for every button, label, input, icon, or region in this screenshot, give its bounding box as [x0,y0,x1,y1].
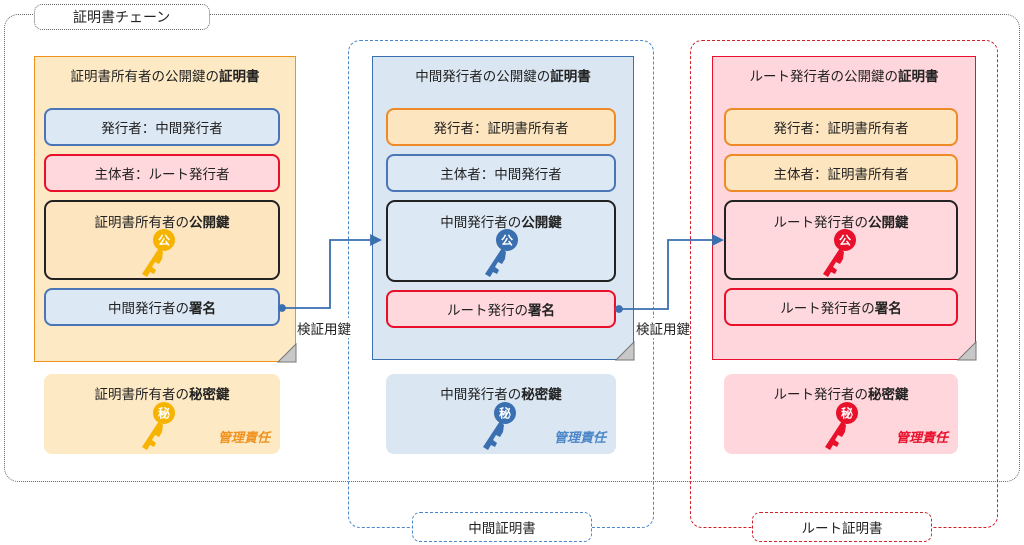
owner-cert-title: 証明書所有者の公開鍵の証明書 [70,69,260,85]
intermediate-management-label: 管理責任 [553,431,606,446]
intermediate-cert-title: 中間発行者の公開鍵の証明書 [415,69,591,85]
verify-key-label-1: 検証用鍵 [297,318,351,338]
owner-private-key-icon: 秘 [142,402,175,450]
root-signature-field: ルート発行者の署名 [724,288,958,326]
svg-text:秘: 秘 [158,406,170,421]
svg-text:公: 公 [839,234,851,248]
root-page-curl [956,340,977,361]
intermediate-subject-field: 主体者：中間発行者 [386,154,616,192]
intermediate-public-key-icon: 公 [485,229,518,277]
intermediate-private-key-icon: 秘 [483,402,516,450]
certificate-chain-frame [4,14,1020,482]
root-management-label: 管理責任 [895,431,948,446]
svg-text:秘: 秘 [841,406,853,421]
chain-label: 証明書チェーン [34,4,210,30]
owner-page-curl [276,342,297,363]
svg-text:公: 公 [501,234,513,248]
root-issuer-field: 発行者：証明書所有者 [724,108,958,146]
root-public-key-icon: 公 [823,229,856,277]
root-subject-field: 主体者：証明書所有者 [724,154,958,192]
intermediate-issuer-field: 発行者：証明書所有者 [386,108,616,146]
svg-text:公: 公 [158,234,170,248]
verify-connector-1 [278,234,383,312]
root-private-key-icon: 秘 [825,402,858,450]
intermediate-signature-field: ルート発行の署名 [386,290,616,328]
owner-subject-field: 主体者：ルート発行者 [44,154,280,192]
owner-issuer-field: 発行者：中間発行者 [44,108,280,146]
verify-key-label-2: 検証用鍵 [636,318,690,338]
owner-private-key-box: 証明書所有者の秘密鍵 管理責任 [44,374,280,454]
verify-connector-2 [615,234,725,313]
owner-management-label: 管理責任 [217,431,270,446]
intermediate-page-curl [614,340,635,361]
svg-text:秘: 秘 [499,406,511,421]
intermediate-cert-label: 中間証明書 [412,512,592,542]
root-cert-label: ルート証明書 [752,512,932,542]
root-cert-title: ルート発行者の公開鍵の証明書 [749,69,939,85]
owner-public-key-icon: 公 [142,229,175,277]
owner-signature-field: 中間発行者の署名 [44,288,280,326]
